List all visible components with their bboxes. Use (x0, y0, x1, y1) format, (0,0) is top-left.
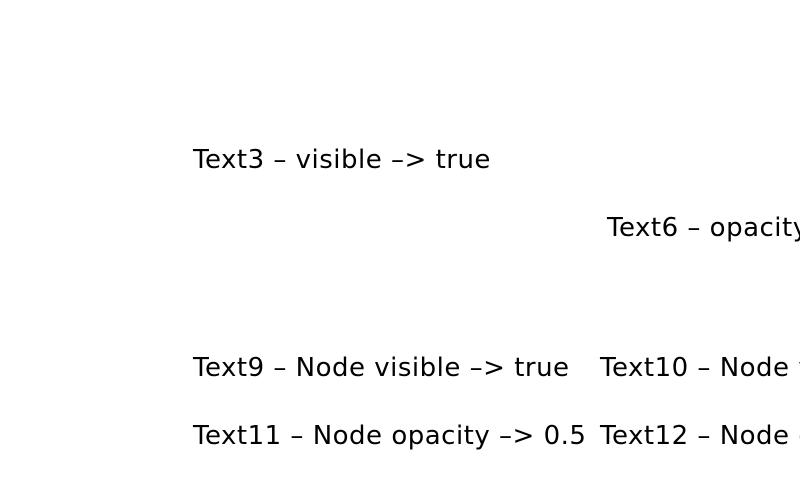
text-run-text10: Text10 – Node visible –> true (600, 353, 800, 383)
text-run-text3: Text3 – visible –> true (193, 145, 491, 175)
text-run-text11: Text11 – Node opacity –> 0.5 (193, 421, 587, 451)
text-run-text6: Text6 – opacity –> 1.0 (607, 213, 800, 243)
text-run-text9: Text9 – Node visible –> true (193, 353, 570, 383)
text-run-text12: Text12 – Node opacity –> 1.0 (600, 421, 800, 451)
